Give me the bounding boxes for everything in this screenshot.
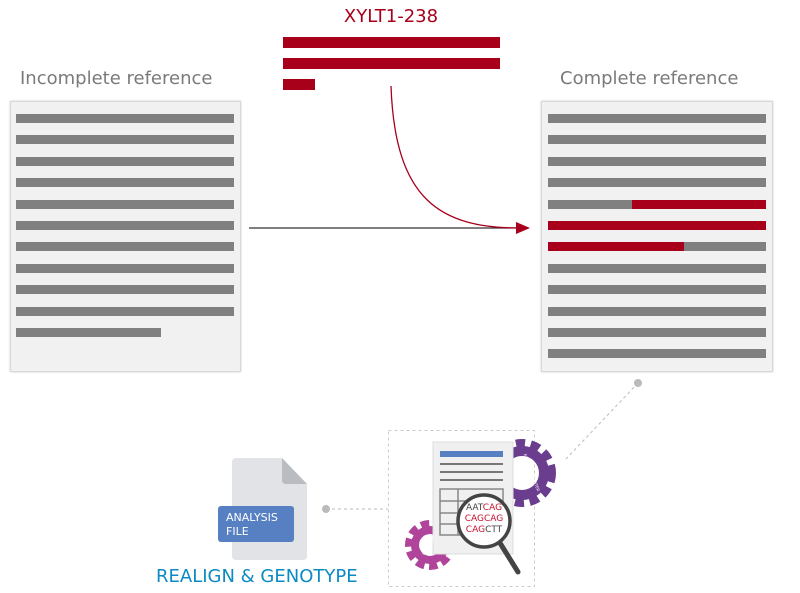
reference-bar [548, 263, 766, 273]
inserted-sequence-bar [632, 199, 766, 209]
reference-bar [548, 328, 766, 337]
arrowhead [516, 222, 530, 234]
reference-bar [16, 156, 234, 166]
reference-bar [684, 242, 766, 252]
reference-bar [548, 114, 766, 123]
reference-bar [548, 285, 766, 295]
sequence-text: AATCAG CAGCAG CAGCTT [464, 503, 504, 535]
reference-bar [16, 285, 234, 295]
repeat-bar [283, 37, 500, 48]
reference-bar [548, 199, 632, 209]
reference-bar [16, 263, 234, 273]
complete-reference-panel [541, 101, 773, 372]
reference-bar [548, 135, 766, 145]
reference-bar [16, 221, 234, 230]
connector-dot [322, 505, 330, 513]
reference-bar [548, 178, 766, 188]
connector-dot [634, 379, 642, 387]
repeat-bar [283, 79, 315, 90]
reference-bar [16, 178, 234, 188]
incomplete-reference-label: Incomplete reference [20, 68, 213, 89]
reference-bar [16, 328, 161, 337]
reference-bar [16, 306, 234, 316]
inserted-sequence-bar [548, 242, 684, 252]
title: XYLT1-238 [343, 6, 439, 27]
reference-bar [16, 199, 234, 209]
realign-genotype-caption: REALIGN & GENOTYPE [156, 566, 358, 587]
reference-bar [548, 349, 766, 359]
insert-curve [390, 85, 521, 229]
reference-bar [16, 135, 234, 145]
reference-bar [548, 156, 766, 166]
incomplete-reference-panel [10, 101, 241, 372]
repeat-bar [283, 58, 500, 69]
complete-reference-label: Complete reference [560, 68, 739, 89]
magnifier-icon [456, 493, 521, 575]
reference-bar [16, 242, 234, 252]
inserted-sequence-bar [548, 221, 766, 230]
reference-bar [16, 114, 234, 123]
tools-box [388, 430, 535, 587]
reference-bar [548, 306, 766, 316]
